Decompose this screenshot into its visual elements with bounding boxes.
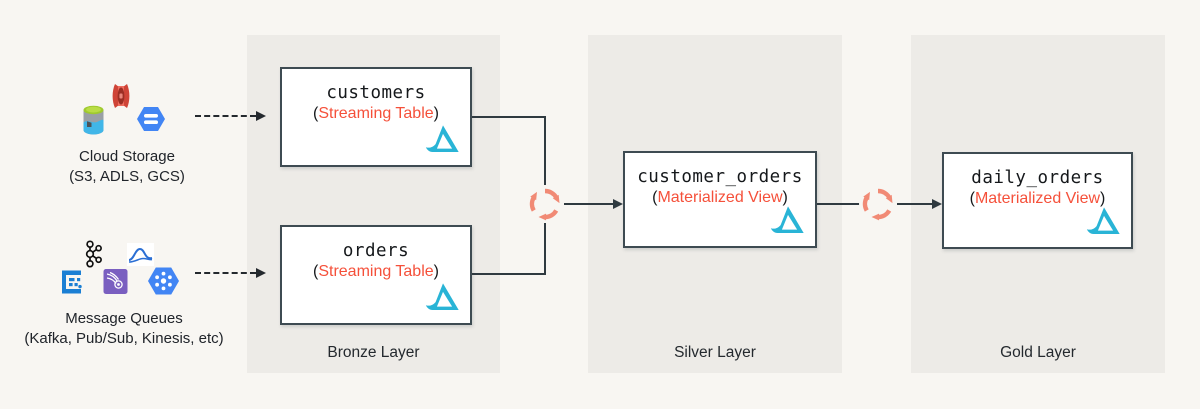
orders-up-line (544, 223, 546, 275)
to-gold-line (897, 203, 933, 205)
customers-down-line (544, 116, 546, 185)
node-name: daily_orders (971, 168, 1104, 188)
node-name: customers (326, 83, 426, 103)
to-silver-line (564, 203, 614, 205)
event-hubs-icon (62, 270, 82, 294)
silver-layer-label: Silver Layer (674, 344, 756, 361)
message-queues-arrow (195, 272, 256, 274)
kafka-icon (85, 240, 102, 268)
orders-node: orders (Streaming Table) (280, 225, 472, 325)
node-type: (Materialized View) (969, 190, 1106, 207)
silver-out-line (817, 203, 860, 205)
node-name: customer_orders (637, 167, 803, 187)
adls-icon (83, 105, 104, 135)
customers-out-line (472, 116, 546, 118)
cloud-storage-arrow (195, 115, 256, 117)
kinesis-icon (103, 269, 128, 294)
node-type: (Streaming Table) (313, 105, 439, 122)
dlt-logo-icon (425, 125, 459, 152)
daily-orders-node: daily_orders (Materialized View) (942, 152, 1133, 249)
refresh-icon (859, 185, 897, 223)
cloud-storage-subtitle: (S3, ADLS, GCS) (69, 168, 185, 185)
dlt-logo-icon (770, 206, 804, 233)
refresh-icon (526, 185, 564, 223)
message-queues-arrowhead (256, 267, 266, 278)
orders-out-line (472, 273, 546, 275)
cloud-storage-arrowhead (256, 110, 266, 121)
to-gold-arrowhead (932, 198, 942, 209)
node-type: (Streaming Table) (313, 263, 439, 280)
message-queues-subtitle: (Kafka, Pub/Sub, Kinesis, etc) (24, 330, 224, 347)
pubsub-icon (148, 267, 179, 295)
node-name: orders (342, 241, 410, 261)
cloud-storage-label: Cloud Storage (S3, ADLS, GCS) (27, 147, 227, 187)
bronze-layer-label: Bronze Layer (327, 344, 420, 361)
to-silver-arrowhead (613, 198, 623, 209)
message-queues-title: Message Queues (65, 310, 183, 327)
dlt-logo-icon (425, 283, 459, 310)
node-type: (Materialized View) (652, 189, 788, 206)
cloud-storage-title: Cloud Storage (79, 148, 175, 165)
gold-layer-label: Gold Layer (1000, 344, 1076, 361)
gcs-icon (137, 107, 165, 131)
stream-wave-icon (127, 243, 154, 266)
s3-icon (112, 84, 130, 108)
customers-node: customers (Streaming Table) (280, 67, 472, 167)
dlt-logo-icon (1086, 207, 1120, 234)
message-queues-label: Message Queues (Kafka, Pub/Sub, Kinesis,… (4, 309, 244, 349)
customer-orders-node: customer_orders (Materialized View) (623, 151, 817, 248)
